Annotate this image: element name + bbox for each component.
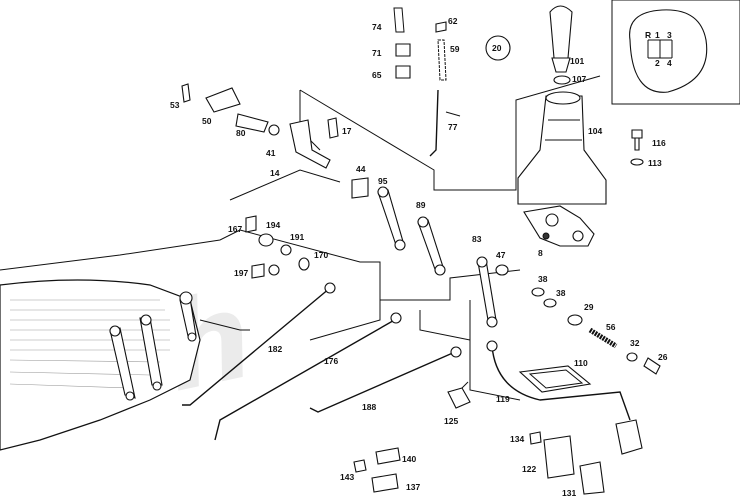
callout-80: 80 [236,128,246,138]
callout-17: 17 [342,126,352,136]
rod-188 [309,351,456,413]
callout-59: 59 [450,44,460,54]
switch-125 [447,381,471,409]
callout-26: 26 [658,352,668,362]
nut-107 [553,75,571,85]
callout-65: 65 [372,70,382,80]
callout-71: 71 [372,48,382,58]
callout-20: 20 [492,43,502,53]
part-47 [495,264,509,276]
upper-left-parts [181,83,369,199]
callout-14: 14 [270,168,280,178]
callout-89: 89 [416,200,426,210]
rod-176 [214,317,399,441]
callout-119: 119 [496,394,510,404]
callout-104: 104 [588,126,602,136]
callout-194: 194 [266,220,280,230]
callout-circle-20 [485,35,511,61]
callout-41: 41 [266,148,276,158]
callout-110: 110 [574,358,588,368]
callout-116: 116 [652,138,666,148]
shift-knob [549,5,573,85]
callout-32: 32 [630,338,640,348]
bolt-116 [630,129,644,166]
bushing-stack [531,287,661,375]
callout-134: 134 [510,434,524,444]
callout-197: 197 [234,268,248,278]
assembly-boundary-lines [0,75,601,401]
callout-38b: 38 [556,288,566,298]
part-callouts: 74 62 71 59 65 20 101 107 53 50 80 17 77… [170,16,668,498]
shift-pattern-inset: R 1 3 2 4 [611,0,740,105]
callout-167: 167 [228,224,242,234]
callout-188: 188 [362,402,376,412]
upper-center-parts [393,7,511,157]
callout-56: 56 [606,322,616,332]
callout-107: 107 [572,74,586,84]
callout-122: 122 [522,464,536,474]
callout-47: 47 [496,250,506,260]
callout-29: 29 [584,302,594,312]
callout-143: 143 [340,472,354,482]
gear-1-label: 1 [655,30,660,40]
knob-top-outline [629,9,708,93]
callout-38a: 38 [538,274,548,284]
callout-140: 140 [402,454,416,464]
callout-77: 77 [448,122,458,132]
inset-frame [611,0,740,105]
shift-rods [182,282,462,441]
selector-levers [377,186,498,328]
gear-r-label: R [645,30,651,40]
gear-2-label: 2 [655,58,660,68]
shift-mechanism-8 [523,205,595,247]
small-parts-bottom [353,431,605,495]
callout-131: 131 [562,488,576,498]
callout-74: 74 [372,22,382,32]
shift-gate-lines [647,39,673,59]
gear-4-label: 4 [667,58,672,68]
gear-3-label: 3 [667,30,672,40]
washer-113 [630,158,644,166]
callout-182: 182 [268,344,282,354]
rod-182 [182,287,331,406]
shift-boot [517,91,607,205]
callout-137: 137 [406,482,420,492]
callout-44: 44 [356,164,366,174]
callout-83: 83 [472,234,482,244]
callout-176: 176 [324,356,338,366]
callout-170: 170 [314,250,328,260]
callout-53: 53 [170,100,180,110]
callout-8: 8 [538,248,543,258]
boot-frame-110 [518,365,592,393]
callout-62: 62 [448,16,458,26]
callout-125: 125 [444,416,458,426]
callout-101: 101 [570,56,584,66]
callout-50: 50 [202,116,212,126]
callout-95: 95 [378,176,388,186]
cable-119 [486,340,643,455]
housing-shift-levers [109,291,197,401]
callout-191: 191 [290,232,304,242]
callout-113: 113 [648,158,662,168]
small-parts-left [245,215,310,279]
